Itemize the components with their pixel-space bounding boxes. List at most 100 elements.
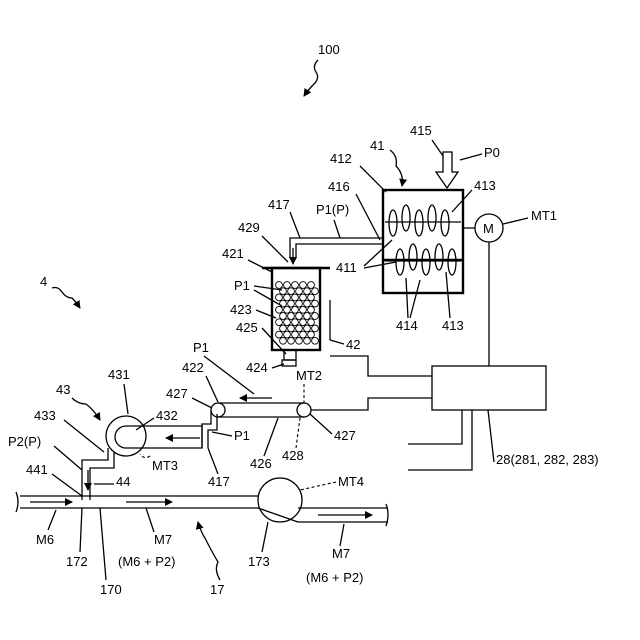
label-426: 426 [250,456,272,471]
label-415: 415 [410,123,432,138]
hopper-ball [300,294,307,301]
label-413a: 413 [474,178,496,193]
label-432: 432 [156,408,178,423]
label-412: 412 [330,151,352,166]
hopper-ball [312,300,319,307]
hopper-ball [288,325,295,332]
hopper-ball [292,282,299,289]
label-427a: 427 [166,386,188,401]
hopper-ball [300,331,307,338]
label-424: 424 [246,360,268,375]
hopper-ball [304,313,311,320]
label-173: 173 [248,554,270,569]
hopper-ball [288,337,295,344]
label-429: 429 [238,220,260,235]
hopper-ball [304,300,311,307]
label-M6P2b: (M6 + P2) [306,570,363,585]
label-427b: 427 [334,428,356,443]
hopper-ball [300,319,307,326]
label-P0: P0 [484,145,500,160]
hopper-ball [312,337,319,344]
label-421: 421 [222,246,244,261]
label-414: 414 [396,318,418,333]
hopper-ball [276,319,283,326]
hopper-ball [300,282,307,289]
hopper-balls [276,282,319,345]
hopper-ball [304,288,311,295]
label-4: 4 [40,274,47,289]
hopper-ball [284,306,291,313]
controller-28 [432,366,546,410]
ref-100-arrow [304,60,318,96]
hopper-ball [312,325,319,332]
label-P1b: P1 [193,340,209,355]
input-arrow-p0 [436,152,458,188]
label-M6: M6 [36,532,54,547]
label-42: 42 [346,337,360,352]
label-170: 170 [100,582,122,597]
hopper-ball [288,313,295,320]
hopper-ball [312,288,319,295]
label-MT2: MT2 [296,368,322,383]
screw-feeder-426 [211,403,311,417]
svg-text:M: M [483,221,494,236]
label-417b: 417 [208,474,230,489]
hopper-ball [296,288,303,295]
label-431: 431 [108,367,130,382]
crusher-41 [383,190,463,293]
hopper-ball [288,300,295,307]
label-441: 441 [26,462,48,477]
hopper-ball [280,325,287,332]
label-416: 416 [328,179,350,194]
label-422: 422 [182,360,204,375]
mixer-43 [82,416,202,500]
pipe-417-upper [290,238,383,258]
label-17: 17 [210,582,224,597]
hopper-ball [276,282,283,289]
hopper-ball [284,331,291,338]
label-428: 428 [282,448,304,463]
hopper-ball [312,313,319,320]
label-P1c: P1 [234,428,250,443]
hopper-ball [292,319,299,326]
label-423: 423 [230,302,252,317]
hopper-ball [292,331,299,338]
hopper-ball [280,337,287,344]
hopper-ball [308,306,315,313]
hopper-ball [280,313,287,320]
label-P1P: P1(P) [316,202,349,217]
label-M7a: M7 [154,532,172,547]
hopper-ball [308,331,315,338]
hopper-ball [276,331,283,338]
hopper-ball [304,337,311,344]
label-P2P: P2(P) [8,434,41,449]
label-28: 28(281, 282, 283) [496,452,599,467]
hopper-ball [308,319,315,326]
hopper-ball [280,300,287,307]
hopper-ball [276,294,283,301]
crusher-blades-upper [385,205,461,236]
hopper-ball [284,319,291,326]
hopper-ball [296,313,303,320]
label-172: 172 [66,554,88,569]
hopper-ball [276,306,283,313]
hopper-ball [296,300,303,307]
label-425: 425 [236,320,258,335]
hopper-ball [292,306,299,313]
ref-4-arrow [52,288,80,309]
label-433: 433 [34,408,56,423]
hopper-ball [296,337,303,344]
label-P1a: P1 [234,278,250,293]
label-413b: 413 [442,318,464,333]
label-M6P2a: (M6 + P2) [118,554,175,569]
label-MT1: MT1 [531,208,557,223]
hopper-ball [308,294,315,301]
hopper-ball [284,282,291,289]
hopper-ball [296,325,303,332]
label-417a: 417 [268,197,290,212]
hopper-ball [304,325,311,332]
hopper-ball [292,294,299,301]
label-43: 43 [56,382,70,397]
label-M7b: M7 [332,546,350,561]
